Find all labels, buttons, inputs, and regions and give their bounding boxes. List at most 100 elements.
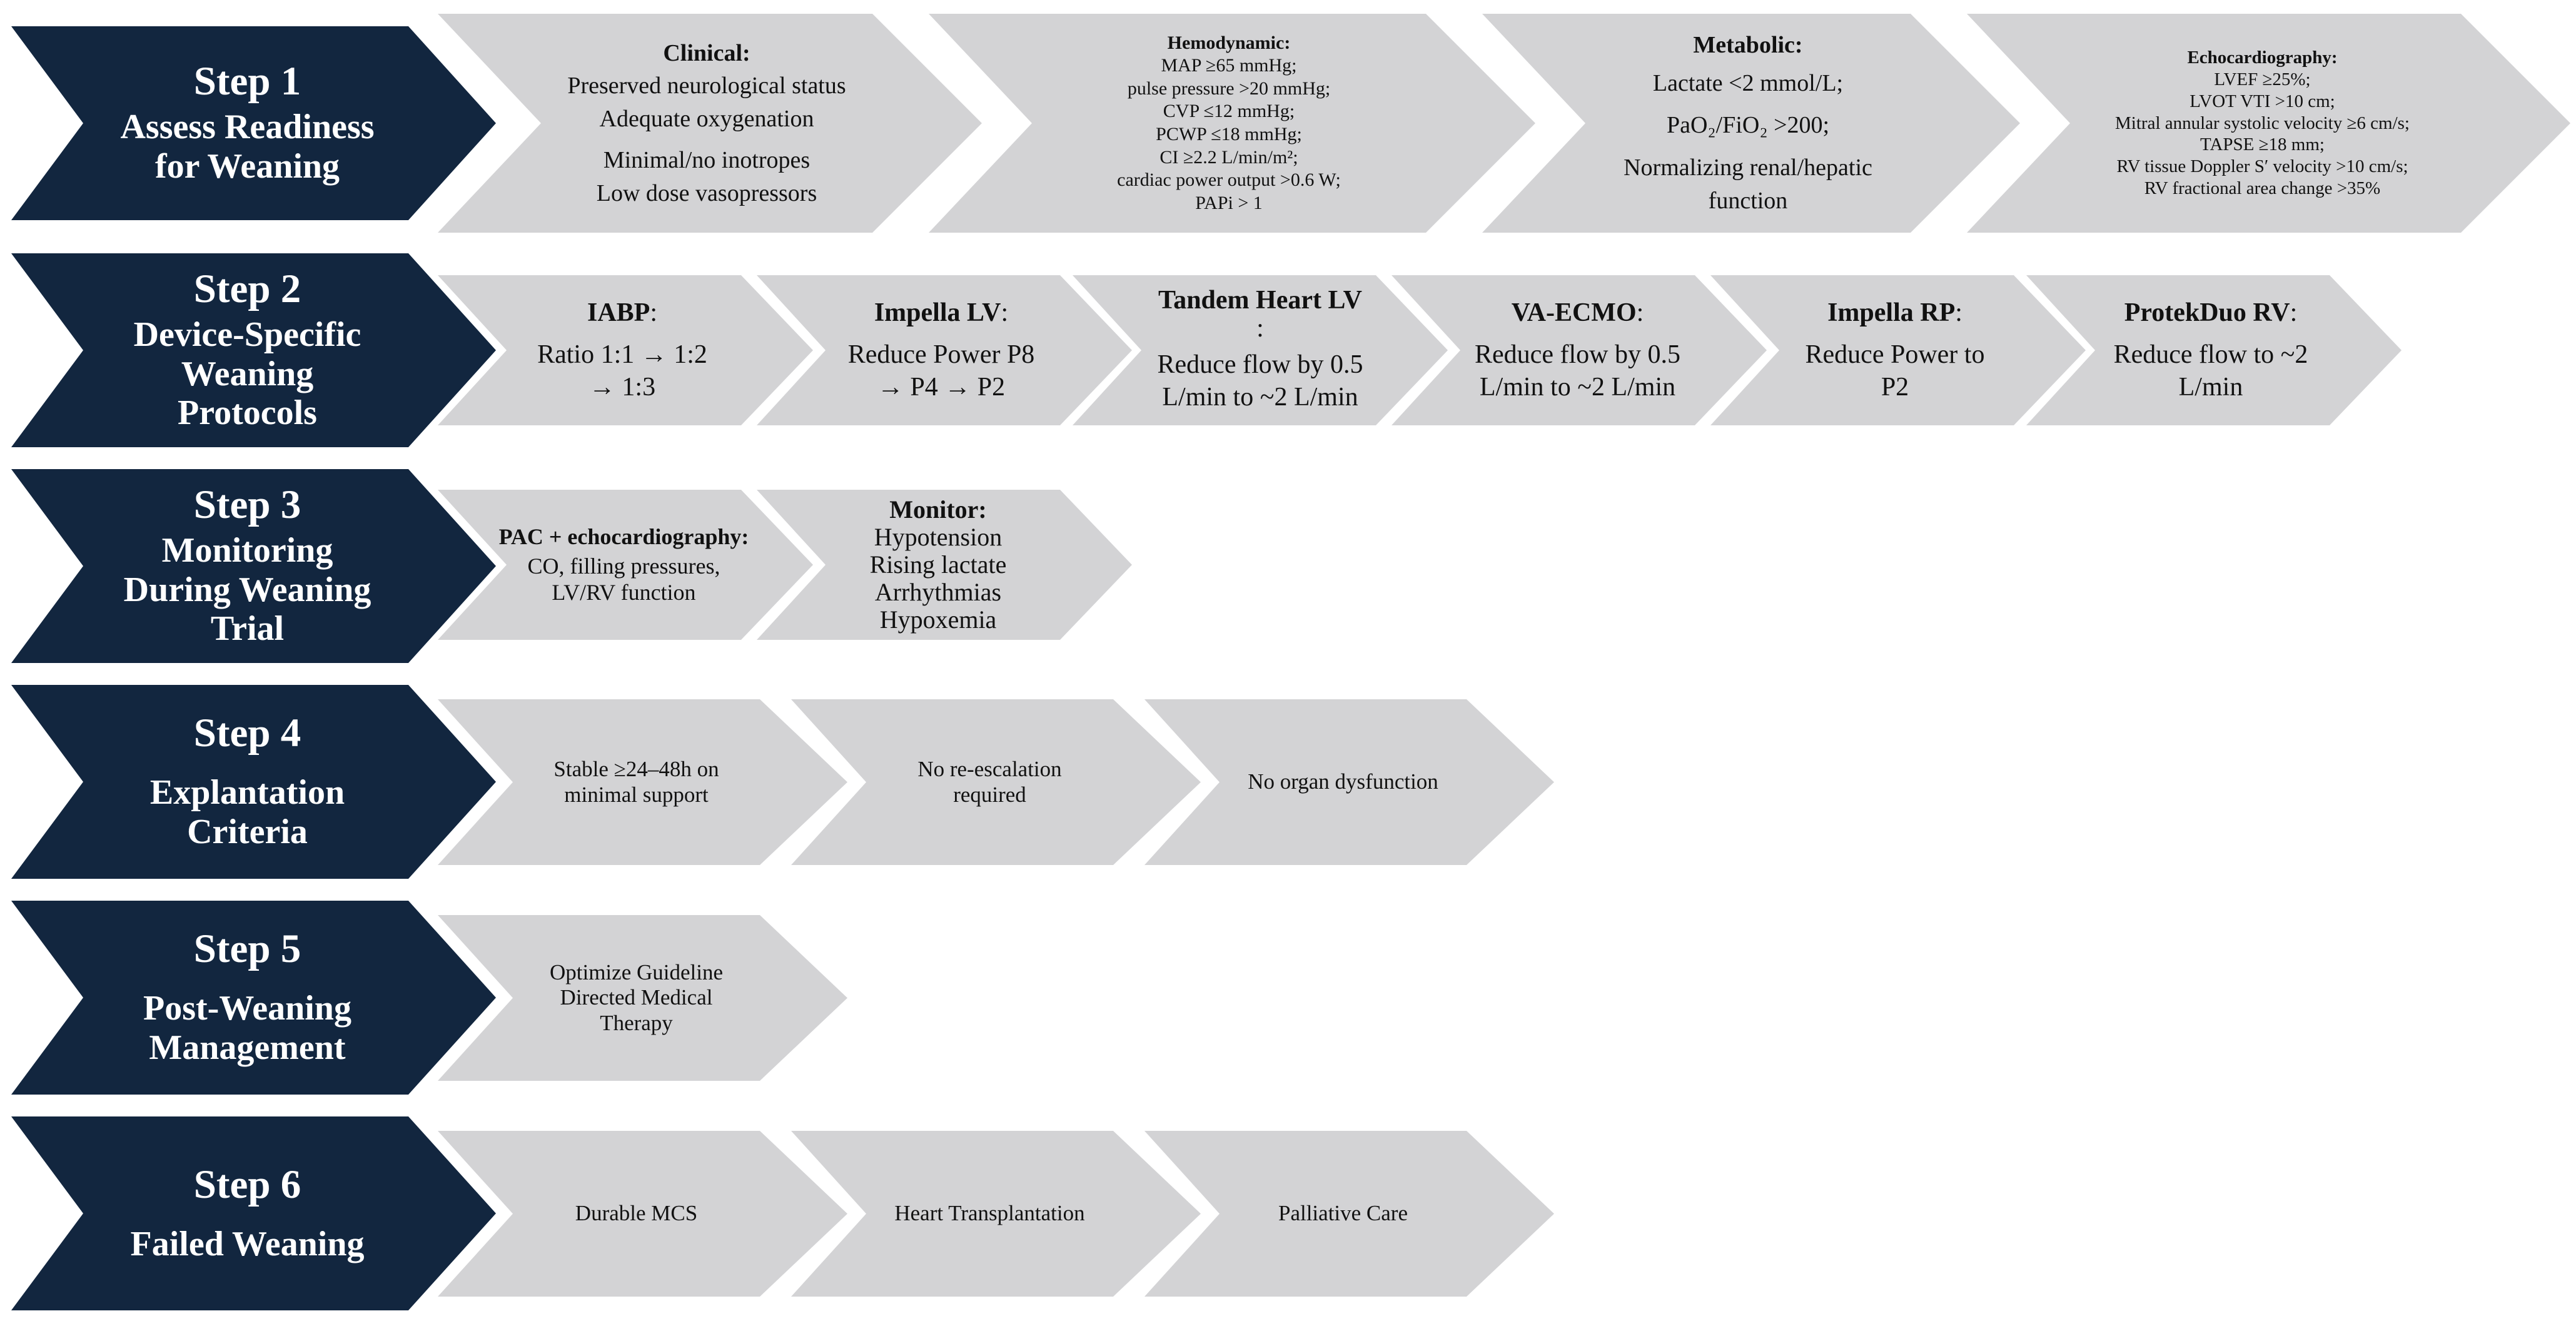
hemodynamic-line: MAP ≥65 mmHg; <box>1161 55 1297 76</box>
step-6-palliative-care-box: Palliative Care <box>1144 1131 1554 1297</box>
hemodynamic-line: CVP ≤12 mmHg; <box>1163 101 1295 122</box>
monitor-line: Arrhythmias <box>874 578 1002 606</box>
protekduo-rv-line: Reduce flow to ~2 <box>2113 340 2308 369</box>
echocardiography-line: RV tissue Doppler S′ velocity >10 cm/s; <box>2116 156 2408 177</box>
explantation-criterion-line: required <box>953 782 1026 807</box>
monitor-heading: Monitor: <box>889 495 987 524</box>
step-2-title-line-2: Weaning <box>181 354 314 393</box>
clinical-line: Preserved neurological status <box>567 73 846 99</box>
hemodynamic-line: CI ≥2.2 L/min/m²; <box>1159 146 1298 168</box>
step-2-va-ecmo-box: VA-ECMO: Reduce flow by 0.5 L/min to ~2 … <box>1392 275 1767 425</box>
step-2-impella-lv-box: Impella LV: Reduce Power P8 → P4 → P2 <box>757 275 1132 425</box>
explantation-criterion-line: No organ dysfunction <box>1248 769 1438 794</box>
monitor-line: Rising lactate <box>869 550 1007 579</box>
clinical-line: Adequate oxygenation <box>599 105 814 132</box>
impella-lv-heading: Impella LV <box>874 298 1001 328</box>
step-4-chevron: Step 4 Explantation Criteria <box>11 685 496 879</box>
clinical-line: Minimal/no inotropes <box>603 147 811 174</box>
echocardiography-line: TAPSE ≥18 mm; <box>2200 134 2325 155</box>
step-2-impella-rp-box: Impella RP: Reduce Power to P2 <box>1710 275 2086 425</box>
impella-rp-line: Reduce Power to <box>1805 340 1985 369</box>
impella-lv-line: → P4 → P2 <box>877 373 1006 402</box>
echocardiography-line: LVEF ≥25%; <box>2214 69 2311 89</box>
step-6-title-line-1: Failed Weaning <box>130 1224 365 1263</box>
step-3-chevron: Step 3 Monitoring During Weaning Trial <box>11 469 496 663</box>
pac-echo-heading: PAC + echocardiography: <box>498 524 749 549</box>
hemodynamic-line: PCWP ≤18 mmHg; <box>1156 124 1302 144</box>
step-1-chevron: Step 1 Assess Readiness for Weaning <box>11 26 496 220</box>
echocardiography-line: RV fractional area change >35% <box>2144 178 2381 198</box>
step-5-chevron: Step 5 Post-Weaning Management <box>11 901 496 1095</box>
step-4-title-line-2: Criteria <box>187 812 308 852</box>
metabolic-line: function <box>1708 187 1788 214</box>
step-6-heart-transplantation-box: Heart Transplantation <box>791 1131 1201 1297</box>
step-2-chevron: Step 2 Device-Specific Weaning Protocols <box>11 253 496 447</box>
step-1-title-line-2: for Weaning <box>154 147 340 186</box>
tandem-heart-lv-line: Reduce flow by 0.5 <box>1157 350 1363 379</box>
step-6-chevron: Step 6 Failed Weaning <box>11 1116 496 1310</box>
echocardiography-line: LVOT VTI >10 cm; <box>2190 91 2335 111</box>
step-1-metabolic-box: Metabolic: Lactate <2 mmol/L; PaO₂/FiO₂ … <box>1482 14 2020 233</box>
tandem-heart-lv-line: L/min to ~2 L/min <box>1162 383 1358 412</box>
step-4-label: Step 4 <box>193 711 301 756</box>
step-1-title-line-1: Assess Readiness <box>120 108 375 147</box>
step-3-label: Step 3 <box>193 482 301 527</box>
impella-rp-line: P2 <box>1881 373 1909 402</box>
failed-weaning-option: Durable MCS <box>575 1201 698 1226</box>
protekduo-rv-heading: ProtekDuo RV <box>2124 298 2290 328</box>
step-5-optimize-gdmt-box: Optimize Guideline Directed Medical Ther… <box>438 915 847 1081</box>
post-weaning-line: Optimize Guideline <box>549 960 723 985</box>
metabolic-line: Lactate <2 mmol/L; <box>1652 70 1844 97</box>
iabp-line: → 1:3 <box>588 373 656 402</box>
post-weaning-line: Therapy <box>600 1010 673 1035</box>
monitor-line: Hypoxemia <box>879 605 997 634</box>
step-6-label: Step 6 <box>193 1162 301 1207</box>
va-ecmo-heading: VA-ECMO <box>1511 298 1637 328</box>
step-2-title-line-3: Protocols <box>178 393 317 433</box>
hemodynamic-line: PAPi > 1 <box>1195 192 1263 213</box>
step-3-monitor-box: Monitor: Hypotension Rising lactate Arrh… <box>757 490 1132 640</box>
step-6-durable-mcs-box: Durable MCS <box>438 1131 847 1297</box>
clinical-heading: Clinical: <box>663 39 750 66</box>
step-4-no-re-escalation-box: No re-escalation required <box>791 699 1201 865</box>
va-ecmo-line: L/min to ~2 L/min <box>1479 373 1676 402</box>
hemodynamic-heading: Hemodynamic: <box>1167 32 1291 53</box>
va-ecmo-line: Reduce flow by 0.5 <box>1475 340 1680 369</box>
hemodynamic-line: cardiac power output >0.6 W; <box>1117 170 1341 191</box>
step-1-label: Step 1 <box>193 59 301 104</box>
step-1-echocardiography-box: Echocardiography: LVEF ≥25%; LVOT VTI >1… <box>1967 14 2570 233</box>
step-5-title-line-2: Management <box>149 1028 346 1068</box>
step-3-title-line-2: During Weaning <box>123 570 371 609</box>
impella-rp-heading: Impella RP <box>1827 298 1956 328</box>
explantation-criterion-line: No re-escalation <box>917 757 1062 782</box>
step-5-label: Step 5 <box>193 926 301 972</box>
echocardiography-line: Mitral annular systolic velocity ≥6 cm/s… <box>2115 113 2410 133</box>
impella-lv-line: Reduce Power P8 <box>847 340 1035 369</box>
monitor-line: Hypotension <box>874 523 1003 551</box>
explantation-criterion-line: Stable ≥24–48h on <box>553 757 719 782</box>
step-4-stable-box: Stable ≥24–48h on minimal support <box>438 699 847 865</box>
step-2-label: Step 2 <box>193 266 301 311</box>
iabp-heading: IABP <box>587 298 650 328</box>
step-4-no-organ-dysfunction-box: No organ dysfunction <box>1144 699 1554 865</box>
hemodynamic-line: pulse pressure >20 mmHg; <box>1127 78 1331 99</box>
step-2-title-line-1: Device-Specific <box>133 315 361 355</box>
step-3-title-line-3: Trial <box>210 609 285 649</box>
pac-echo-line: LV/RV function <box>552 579 696 605</box>
metabolic-line: Normalizing renal/hepatic <box>1624 154 1872 181</box>
clinical-line: Low dose vasopressors <box>596 180 817 206</box>
post-weaning-line: Directed Medical <box>560 985 713 1010</box>
echocardiography-heading: Echocardiography: <box>2187 48 2338 68</box>
protekduo-rv-line: L/min <box>2178 373 2243 402</box>
tandem-heart-lv-heading: Tandem Heart LV <box>1158 286 1362 315</box>
failed-weaning-option: Heart Transplantation <box>894 1201 1085 1226</box>
step-3-title-line-1: Monitoring <box>161 531 333 570</box>
pac-echo-line: CO, filling pressures, <box>527 554 720 579</box>
metabolic-line: PaO₂/FiO₂ >200; <box>1666 112 1830 139</box>
step-1-clinical-box: Clinical: Preserved neurological status … <box>438 14 982 233</box>
iabp-line: Ratio 1:1 → 1:2 <box>537 340 707 369</box>
failed-weaning-option: Palliative Care <box>1278 1201 1408 1226</box>
step-4-title-line-1: Explantation <box>149 773 345 812</box>
explantation-criterion-line: minimal support <box>564 782 709 807</box>
metabolic-heading: Metabolic: <box>1693 32 1803 59</box>
